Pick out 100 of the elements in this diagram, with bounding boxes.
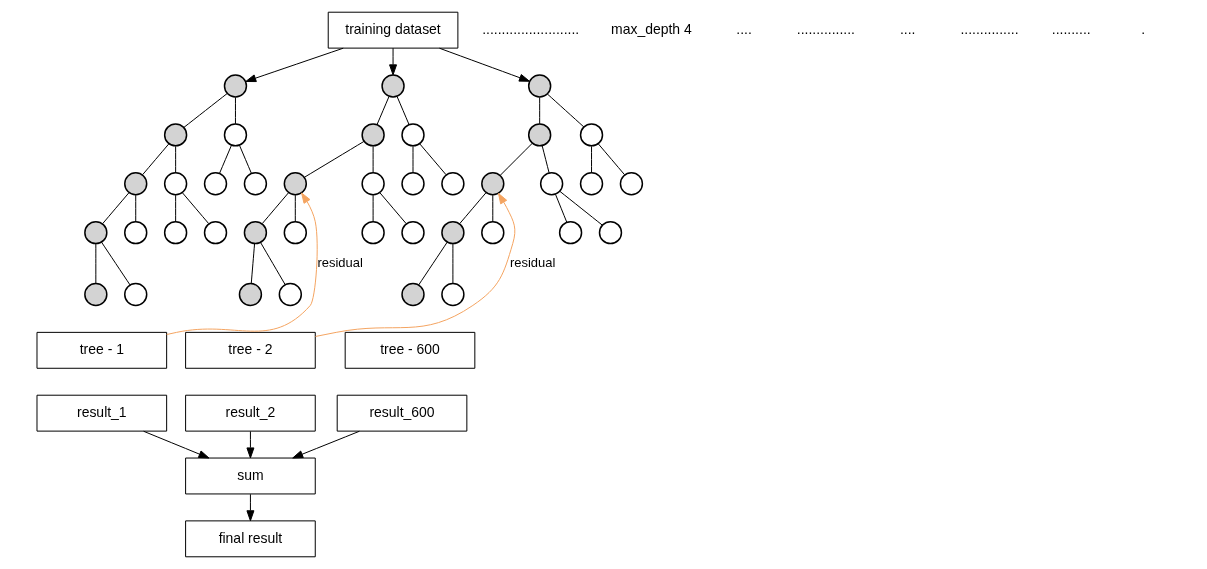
node-circle bbox=[283, 172, 308, 196]
node-box: result_1 bbox=[36, 394, 168, 432]
connector bbox=[376, 96, 390, 125]
connector bbox=[598, 143, 626, 176]
node-circle bbox=[203, 172, 228, 196]
node-circle bbox=[163, 172, 188, 196]
node-circle bbox=[619, 172, 644, 196]
connector bbox=[183, 93, 228, 128]
node-circle bbox=[243, 220, 268, 245]
node-circle bbox=[361, 172, 385, 196]
connector bbox=[418, 241, 448, 286]
connector bbox=[554, 193, 568, 223]
connector bbox=[379, 192, 407, 225]
node-circle bbox=[84, 220, 108, 245]
connector bbox=[396, 96, 410, 125]
edge-label: residual bbox=[317, 254, 363, 270]
connector bbox=[499, 142, 533, 176]
node-circle bbox=[84, 282, 108, 307]
node-box: training dataset bbox=[327, 11, 459, 49]
node-box: result_600 bbox=[336, 394, 468, 432]
node-circle bbox=[163, 123, 188, 147]
node-circle bbox=[278, 282, 303, 307]
arrow bbox=[438, 47, 530, 82]
connector bbox=[101, 241, 131, 286]
node-box: tree - 1 bbox=[36, 331, 168, 369]
connector bbox=[175, 145, 177, 174]
connector bbox=[135, 194, 137, 223]
arrow bbox=[246, 493, 255, 522]
node-circle bbox=[124, 282, 148, 307]
connector bbox=[492, 194, 494, 223]
label: .......... bbox=[1051, 20, 1091, 37]
arrow bbox=[292, 430, 360, 459]
node-circle bbox=[579, 123, 604, 147]
connector bbox=[559, 190, 603, 226]
node-circle bbox=[598, 220, 623, 245]
arrow bbox=[315, 193, 516, 337]
node-circle bbox=[579, 172, 604, 196]
connector bbox=[234, 96, 236, 125]
node-box: tree - 600 bbox=[344, 331, 476, 369]
label: ......................... bbox=[482, 20, 580, 37]
label: max_depth 4 bbox=[611, 20, 692, 37]
node-circle bbox=[124, 172, 148, 196]
node-circle bbox=[381, 74, 405, 98]
label: .... bbox=[736, 20, 752, 37]
connector bbox=[142, 143, 170, 176]
node-circle bbox=[238, 282, 263, 307]
arrow bbox=[143, 430, 210, 459]
node-circle bbox=[401, 220, 425, 245]
node-circle bbox=[441, 172, 465, 196]
connector bbox=[591, 145, 593, 174]
node-circle bbox=[441, 282, 465, 307]
connector bbox=[239, 144, 252, 174]
node-circle bbox=[283, 220, 308, 245]
connector bbox=[294, 194, 296, 223]
arrow bbox=[389, 47, 398, 76]
arrow bbox=[245, 47, 344, 83]
connector bbox=[452, 243, 454, 284]
connector bbox=[459, 192, 487, 225]
node-circle bbox=[527, 74, 552, 98]
node-circle bbox=[124, 220, 148, 245]
arrow bbox=[246, 430, 255, 459]
connector bbox=[546, 93, 585, 128]
node-circle bbox=[481, 172, 505, 196]
connector bbox=[419, 143, 447, 176]
node-circle bbox=[223, 123, 248, 147]
connector bbox=[261, 192, 289, 225]
node-circle bbox=[481, 220, 505, 245]
node-circle bbox=[163, 220, 188, 245]
edge-label: residual bbox=[510, 254, 556, 270]
label: ............... bbox=[796, 20, 855, 37]
connector bbox=[412, 145, 414, 174]
node-circle bbox=[401, 172, 425, 196]
label: ............... bbox=[960, 20, 1019, 37]
connector bbox=[95, 243, 97, 284]
node-circle bbox=[203, 220, 228, 245]
connector bbox=[182, 192, 210, 225]
node-circle bbox=[558, 220, 583, 245]
node-circle bbox=[527, 123, 552, 147]
node-circle bbox=[401, 123, 425, 147]
node-circle bbox=[361, 123, 385, 147]
connector bbox=[102, 192, 130, 225]
node-box: sum bbox=[185, 457, 316, 495]
node-circle bbox=[223, 74, 248, 98]
node-circle bbox=[441, 220, 465, 245]
connector bbox=[304, 140, 365, 178]
node-box: result_2 bbox=[185, 394, 316, 432]
node-box: final result bbox=[185, 520, 316, 558]
connector bbox=[175, 194, 177, 223]
connector bbox=[539, 96, 541, 125]
arrow bbox=[166, 192, 318, 336]
connector bbox=[541, 145, 550, 174]
connector bbox=[260, 241, 286, 286]
connector bbox=[372, 145, 374, 174]
label: .... bbox=[899, 20, 916, 37]
connector bbox=[250, 243, 256, 284]
connector bbox=[372, 194, 374, 223]
connector bbox=[219, 144, 232, 174]
node-circle bbox=[539, 172, 564, 196]
node-circle bbox=[401, 282, 425, 307]
node-box: tree - 2 bbox=[185, 331, 316, 369]
